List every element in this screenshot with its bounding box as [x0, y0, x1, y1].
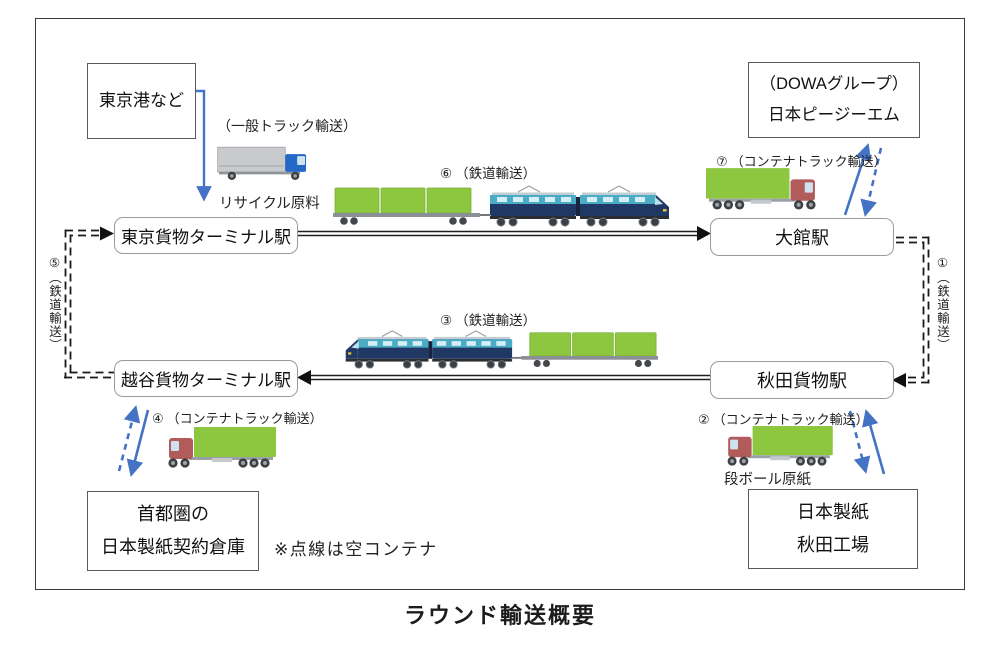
node-warehouse-region-label: 首都圏の: [137, 503, 209, 524]
step5-text: （鉄道輸送）: [47, 271, 61, 352]
general-truck-label: （一般トラック輸送）: [217, 118, 357, 134]
step5-label: ⑤（鉄道輸送）: [45, 255, 64, 360]
step6-text: （鉄道輸送）: [455, 166, 537, 181]
step6-label: ⑥（鉄道輸送）: [440, 162, 536, 182]
empty-container-note: ※点線は空コンテナ: [274, 540, 438, 559]
node-tokyo-freight-terminal-label: 東京貨物ターミナル駅: [121, 228, 291, 247]
node-mill-site-label: 秋田工場: [797, 535, 869, 555]
node-mill-company-label: 日本製紙: [797, 501, 869, 522]
node-dowa-group-label: （DOWAグループ）: [759, 75, 909, 94]
node-tokyo-port-label: 東京港など: [99, 91, 184, 111]
node-odate-station-label: 大館駅: [775, 228, 829, 248]
node-akita-freight-station-label: 秋田貨物駅: [757, 371, 847, 391]
container-truck-icon-step2: [725, 424, 833, 467]
step1-text: （鉄道輸送）: [935, 271, 949, 352]
step4-number: ④: [152, 411, 164, 426]
step7-text: （コンテナトラック輸送）: [730, 154, 887, 169]
step3-number: ③: [440, 313, 453, 328]
step4-label: ④（コンテナトラック輸送）: [152, 408, 323, 427]
node-dowa-name-label: 日本ピージーエム: [768, 106, 900, 124]
node-dowa: （DOWAグループ） 日本ピージーエム: [748, 62, 920, 138]
node-koshigaya-terminal-label: 越谷貨物ターミナル駅: [121, 371, 291, 390]
step2-label: ②（コンテナトラック輸送）: [698, 409, 869, 428]
step7-label: ⑦（コンテナトラック輸送）: [716, 151, 887, 170]
freight-train-icon-step3: [342, 329, 658, 370]
freight-train-icon-step6: [333, 184, 673, 228]
step7-number: ⑦: [716, 154, 728, 169]
node-tokyo-port: 東京港など: [87, 63, 196, 139]
node-tokyo-freight-terminal: 東京貨物ターミナル駅: [114, 217, 298, 254]
step6-number: ⑥: [440, 166, 453, 181]
node-akita-freight-station: 秋田貨物駅: [710, 361, 894, 399]
recycle-material-label: リサイクル原料: [219, 196, 320, 212]
step5-number: ⑤: [47, 255, 61, 271]
step2-number: ②: [698, 412, 710, 427]
step2-text: （コンテナトラック輸送）: [712, 412, 869, 427]
step3-text: （鉄道輸送）: [455, 313, 537, 328]
node-akita-mill: 日本製紙 秋田工場: [748, 489, 918, 569]
step1-label: ①（鉄道輸送）: [933, 255, 952, 360]
node-metropolitan-warehouse: 首都圏の 日本製紙契約倉庫: [87, 491, 259, 571]
node-odate-station: 大館駅: [710, 218, 894, 256]
step1-number: ①: [935, 255, 949, 271]
general-truck-icon: [217, 142, 311, 182]
container-truck-icon-step7: [706, 166, 818, 211]
diagram-caption: ラウンド輸送概要: [403, 603, 596, 628]
node-koshigaya-terminal: 越谷貨物ターミナル駅: [114, 360, 298, 397]
step3-label: ③（鉄道輸送）: [440, 309, 536, 329]
container-truck-icon-step4: [166, 425, 276, 469]
node-warehouse-name-label: 日本製紙契約倉庫: [101, 537, 245, 557]
step4-text: （コンテナトラック輸送）: [166, 411, 323, 426]
cardboard-paper-label: 段ボール原紙: [724, 472, 811, 488]
